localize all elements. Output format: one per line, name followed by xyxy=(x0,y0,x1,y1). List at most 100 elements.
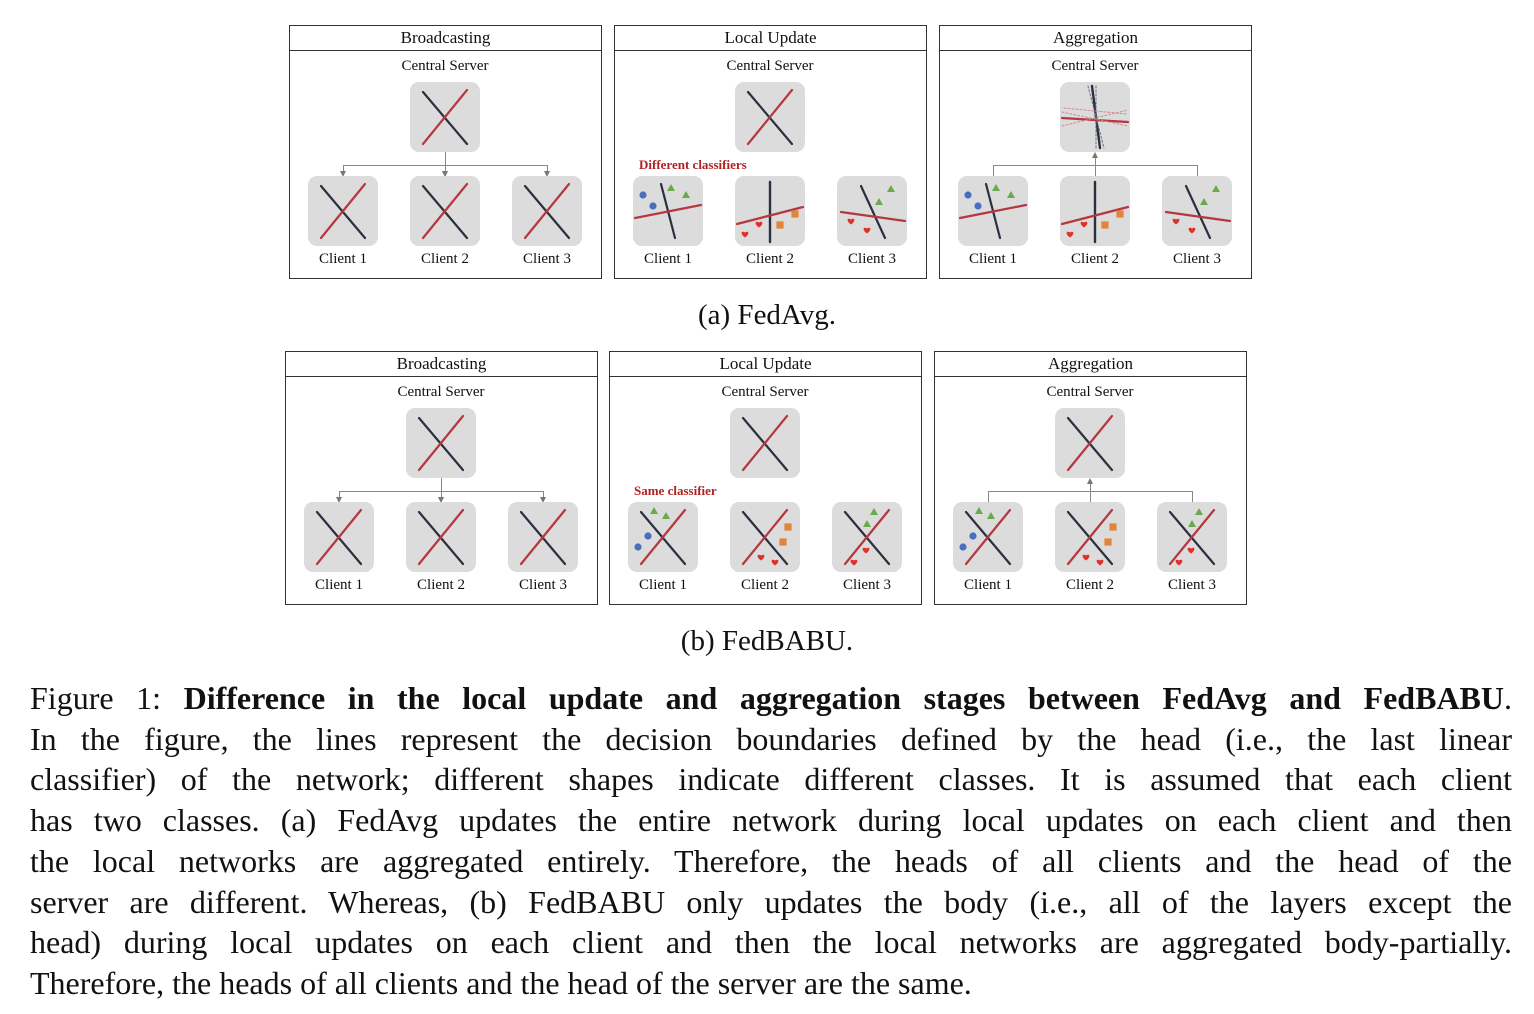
triangle-class-marker xyxy=(887,185,895,192)
client-label: Client 1 xyxy=(315,577,363,593)
circle-class-marker xyxy=(644,532,652,540)
client-box-plot xyxy=(958,182,1028,240)
central-server-box-plot xyxy=(746,88,794,146)
triangle-class-marker xyxy=(662,512,670,519)
client-box xyxy=(308,176,378,246)
circle-class-marker xyxy=(969,532,977,540)
connector-line xyxy=(993,165,995,176)
central-server-box-plot xyxy=(1060,84,1130,150)
decision-boundary xyxy=(741,414,789,472)
decision-boundary xyxy=(746,88,794,146)
heart-class-marker xyxy=(1082,554,1090,561)
connector-line xyxy=(1090,484,1092,491)
decision-boundary xyxy=(1060,116,1130,124)
arrow-up-icon xyxy=(1086,478,1093,484)
client-box xyxy=(735,176,805,246)
caption-line: head) during local updates on each clien… xyxy=(30,924,1512,961)
caption-line: In the figure, the lines represent the d… xyxy=(30,720,1512,757)
square-class-marker xyxy=(1101,221,1109,229)
central-server-box xyxy=(730,408,800,478)
client-label: Client 2 xyxy=(741,577,789,593)
triangle-class-marker xyxy=(863,520,871,527)
arrow-down-icon xyxy=(539,497,546,503)
figure-caption: Figure 1: Difference in the local update… xyxy=(30,678,1512,1004)
averaged-boundary xyxy=(1063,107,1127,115)
heart-class-marker xyxy=(1172,218,1180,225)
central-server-box xyxy=(735,82,805,152)
server-label: Central Server xyxy=(1051,58,1139,74)
triangle-class-marker xyxy=(1007,191,1015,198)
heart-class-marker xyxy=(847,218,855,225)
circle-class-marker xyxy=(964,191,972,199)
central-server-box xyxy=(410,82,480,152)
client-label: Client 1 xyxy=(639,577,687,593)
caption-line: Therefore, the heads of all clients and … xyxy=(30,964,972,1001)
decision-boundary xyxy=(417,508,465,566)
caption-bold-end: . xyxy=(1504,680,1513,716)
connector-line xyxy=(543,491,545,499)
heart-class-marker xyxy=(755,221,763,228)
triangle-class-marker xyxy=(1188,520,1196,527)
client-box-plot xyxy=(843,508,891,566)
central-server-box xyxy=(1055,408,1125,478)
client-label: Client 2 xyxy=(421,251,469,267)
square-class-marker xyxy=(1109,523,1117,531)
client-box-plot xyxy=(741,508,792,566)
triangle-class-marker xyxy=(1195,508,1203,515)
decision-boundary xyxy=(421,182,469,240)
panel-title: Broadcasting xyxy=(290,26,601,51)
client-box-plot xyxy=(1060,180,1130,244)
client-box xyxy=(633,176,703,246)
triangle-class-marker xyxy=(650,507,658,514)
triangle-class-marker xyxy=(987,512,995,519)
client-box xyxy=(1162,176,1232,246)
decision-boundary xyxy=(964,508,1012,566)
client-box-plot xyxy=(633,182,703,240)
client-box xyxy=(628,502,698,572)
decision-boundary xyxy=(958,203,1028,220)
connector-line xyxy=(339,491,341,499)
square-class-marker xyxy=(776,221,784,229)
square-class-marker xyxy=(1104,538,1112,546)
decision-boundary xyxy=(1060,205,1130,226)
client-label: Client 2 xyxy=(1071,251,1119,267)
classifier-note: Different classifiers xyxy=(639,157,747,172)
heart-class-marker xyxy=(850,559,858,566)
circle-class-marker xyxy=(634,543,642,551)
server-label: Central Server xyxy=(401,58,489,74)
client-label: Client 3 xyxy=(519,577,567,593)
client-box xyxy=(1060,176,1130,246)
central-server-box-plot xyxy=(741,414,789,472)
decision-boundary xyxy=(315,508,363,566)
circle-class-marker xyxy=(649,202,657,210)
averaged-boundary xyxy=(1087,85,1105,149)
client-label: Client 3 xyxy=(843,577,891,593)
client-box xyxy=(730,502,800,572)
triangle-class-marker xyxy=(667,184,675,191)
heart-class-marker xyxy=(862,547,870,554)
decision-boundary xyxy=(319,182,367,240)
subcaption-a: (a) FedAvg. xyxy=(698,299,836,331)
subcaption-b: (b) FedBABU. xyxy=(680,625,854,657)
client-label: Client 3 xyxy=(1168,577,1216,593)
arrow-down-icon xyxy=(335,497,342,503)
client-box-plot xyxy=(1168,508,1216,566)
client-box-plot xyxy=(421,182,469,240)
client-box xyxy=(410,176,480,246)
circle-class-marker xyxy=(639,191,647,199)
decision-boundary xyxy=(859,184,887,240)
client-label: Client 1 xyxy=(319,251,367,267)
client-box-plot xyxy=(417,508,465,566)
decision-boundary xyxy=(633,203,703,220)
heart-class-marker xyxy=(1096,559,1104,566)
client-box xyxy=(304,502,374,572)
caption-line-1: Figure 1: Difference in the local update… xyxy=(30,678,1512,719)
server-label: Central Server xyxy=(721,384,809,400)
client-box xyxy=(953,502,1023,572)
central-server-box-plot xyxy=(417,414,465,472)
triangle-class-marker xyxy=(992,184,1000,191)
panel-title: Broadcasting xyxy=(286,352,597,377)
caption-line: has two classes. (a) FedAvg updates the … xyxy=(30,802,1512,839)
heart-class-marker xyxy=(1187,547,1195,554)
decision-boundary xyxy=(741,508,789,566)
